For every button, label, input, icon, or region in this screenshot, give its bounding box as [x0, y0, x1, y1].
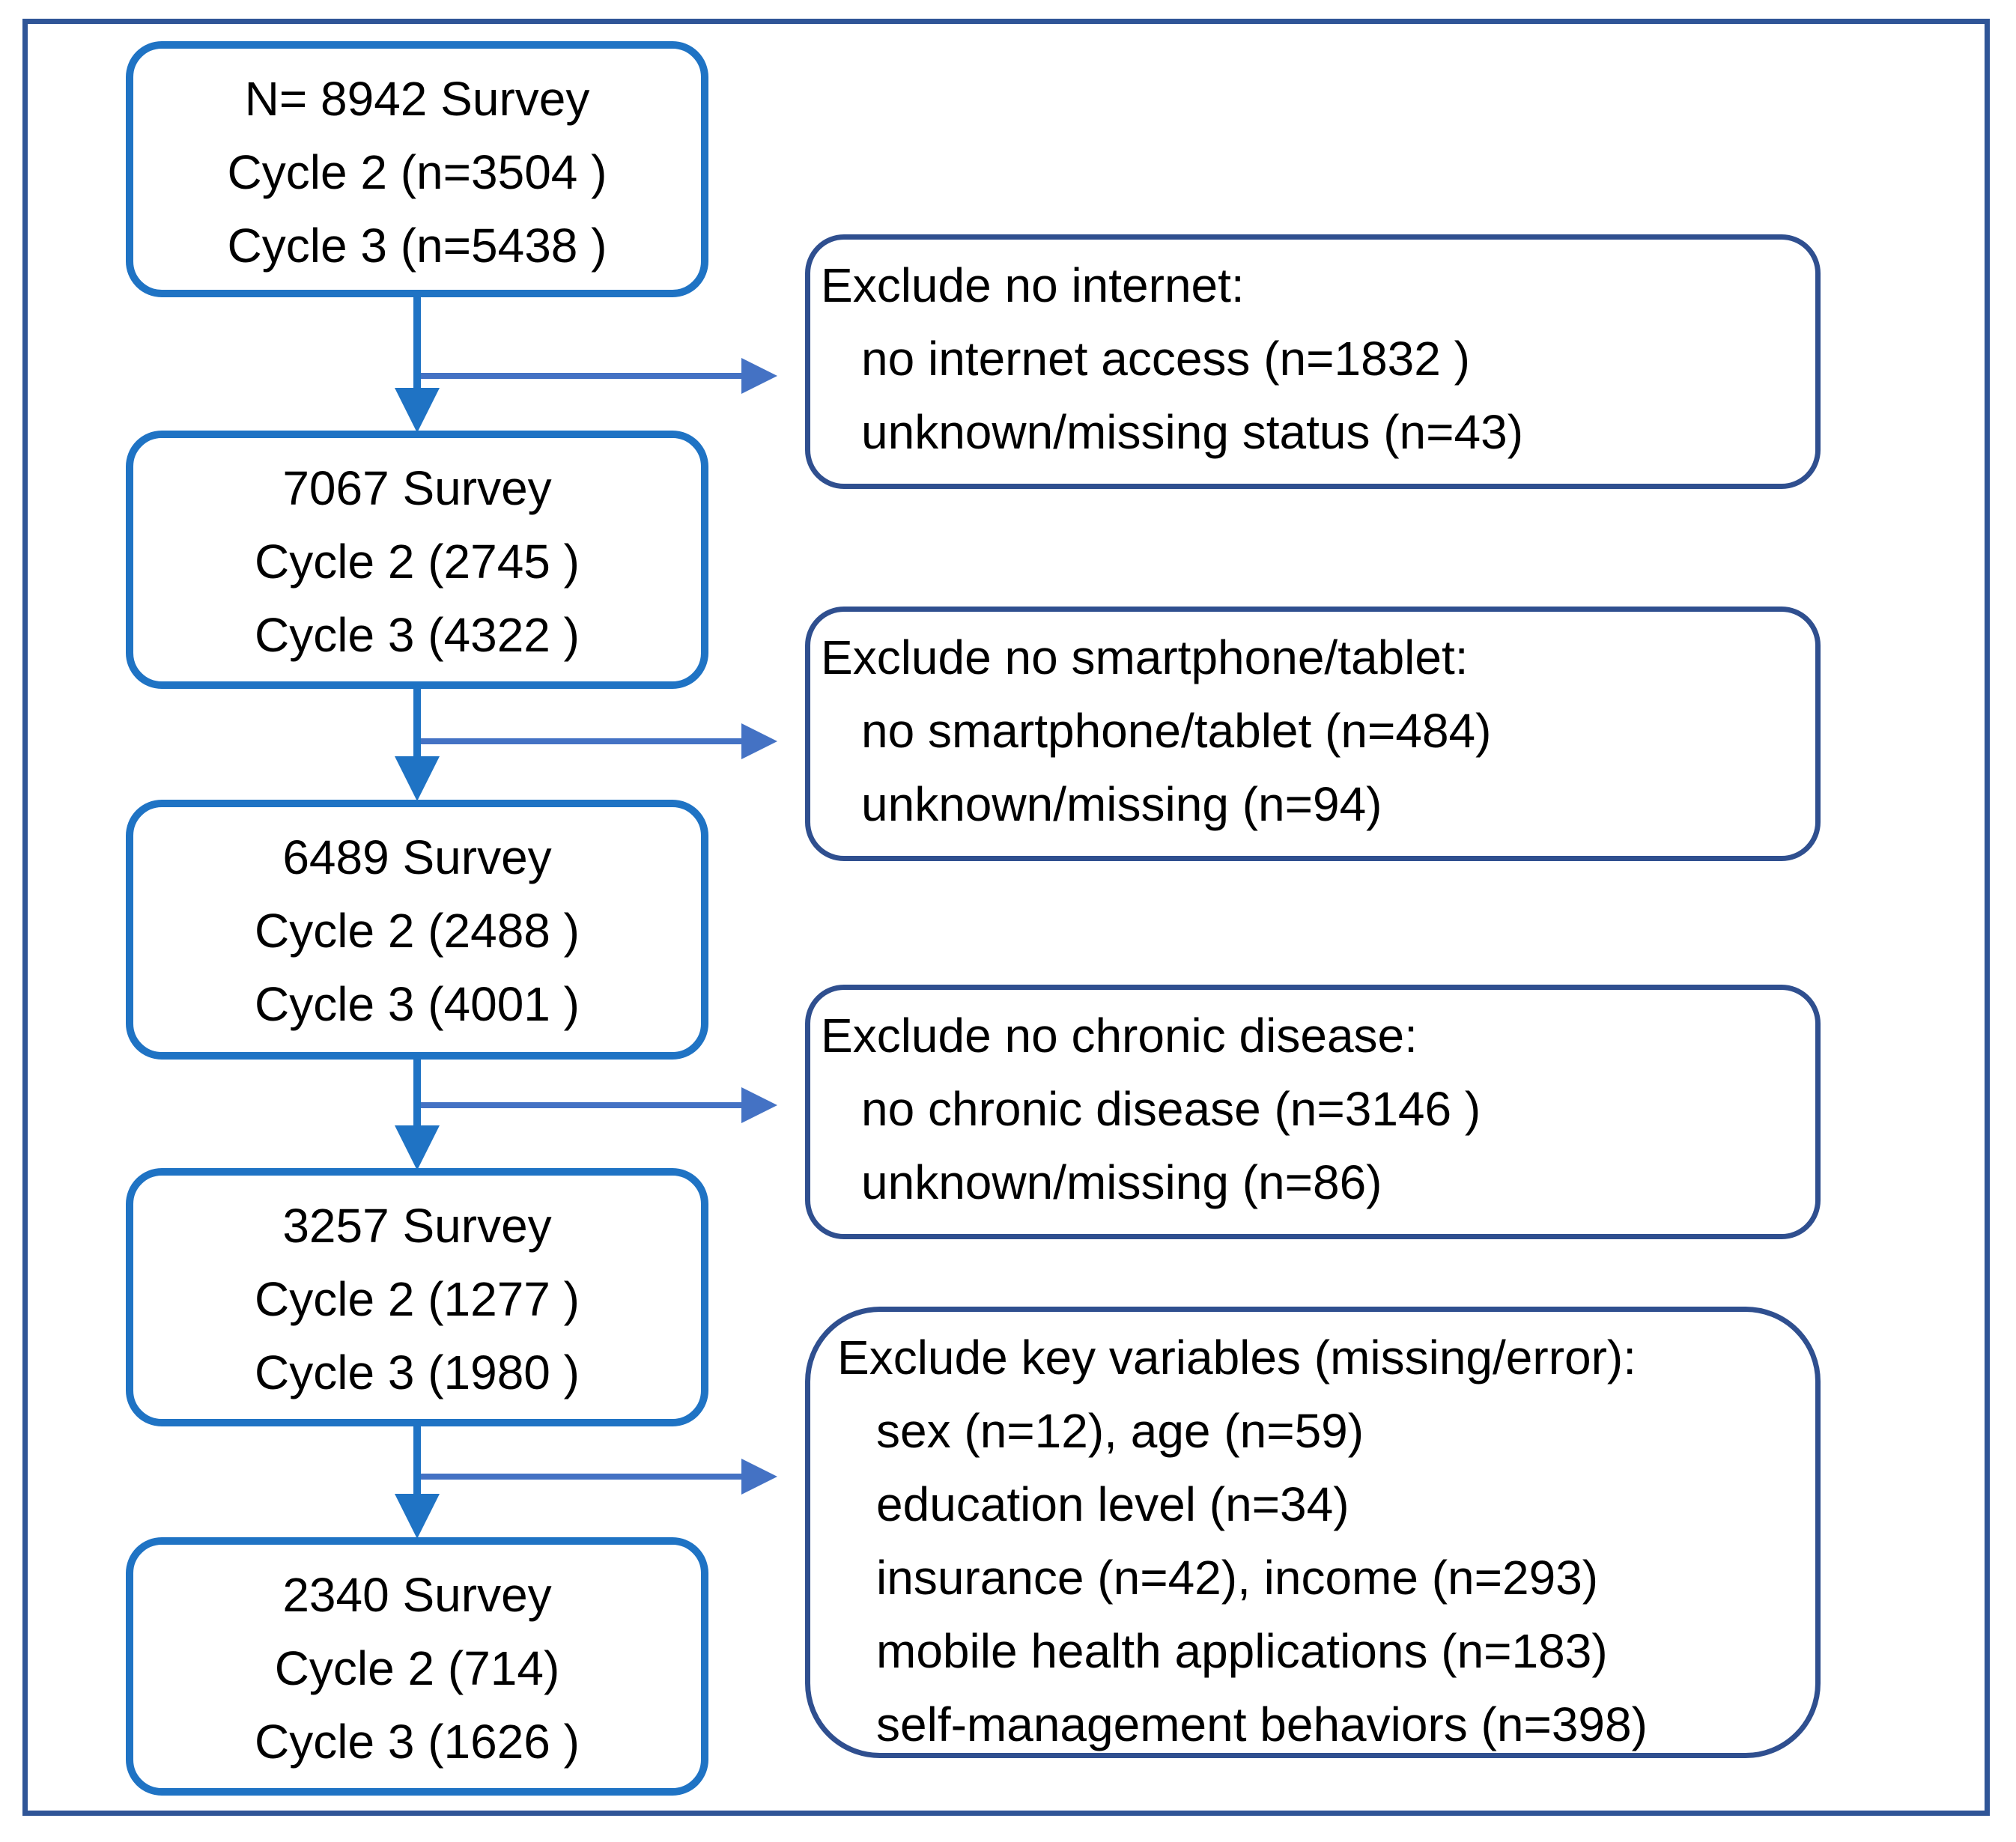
stage-3-total: 6489 Survey [282, 830, 552, 884]
exclusion-4-item-5: self-management behaviors (n=398) [876, 1697, 1648, 1751]
figure-frame [22, 19, 1990, 1816]
stage-2-cycle-2: Cycle 2 (2745 ) [255, 535, 580, 589]
stage-3-cycle-3: Cycle 3 (4001 ) [255, 977, 580, 1031]
exclusion-box-internet: Exclude no internet: no internet access … [805, 234, 1821, 489]
stage-5-total: 2340 Survey [282, 1568, 552, 1622]
stage-4-total: 3257 Survey [282, 1199, 552, 1253]
stage-5-cycle-2: Cycle 2 (714) [274, 1641, 560, 1695]
exclusion-1-item-2: unknown/missing status (n=43) [861, 405, 1523, 459]
stage-box-3: 6489 Survey Cycle 2 (2488 ) Cycle 3 (400… [126, 800, 708, 1060]
stage-4-cycle-2: Cycle 2 (1277 ) [255, 1272, 580, 1326]
exclusion-3-title: Exclude no chronic disease: [821, 1009, 1418, 1063]
exclusion-3-item-2: unknown/missing (n=86) [861, 1155, 1382, 1209]
stage-1-total: N= 8942 Survey [244, 72, 590, 126]
exclusion-2-item-2: unknown/missing (n=94) [861, 777, 1382, 831]
stage-3-cycle-2: Cycle 2 (2488 ) [255, 904, 580, 958]
exclusion-box-key-variables: Exclude key variables (missing/error): s… [805, 1307, 1821, 1758]
exclusion-box-chronic-disease: Exclude no chronic disease: no chronic d… [805, 985, 1821, 1239]
stage-1-cycle-2: Cycle 2 (n=3504 ) [227, 145, 607, 199]
exclusion-1-item-1: no internet access (n=1832 ) [861, 332, 1470, 386]
exclusion-4-item-2: education level (n=34) [876, 1477, 1349, 1531]
exclusion-4-item-3: insurance (n=42), income (n=293) [876, 1551, 1599, 1605]
stage-box-5: 2340 Survey Cycle 2 (714) Cycle 3 (1626 … [126, 1537, 708, 1796]
stage-box-2: 7067 Survey Cycle 2 (2745 ) Cycle 3 (432… [126, 431, 708, 689]
stage-2-cycle-3: Cycle 3 (4322 ) [255, 608, 580, 662]
stage-2-total: 7067 Survey [282, 461, 552, 515]
stage-box-4: 3257 Survey Cycle 2 (1277 ) Cycle 3 (198… [126, 1168, 708, 1426]
exclusion-1-title: Exclude no internet: [821, 258, 1245, 312]
exclusion-box-smartphone: Exclude no smartphone/tablet: no smartph… [805, 607, 1821, 861]
stage-5-cycle-3: Cycle 3 (1626 ) [255, 1715, 580, 1769]
exclusion-4-title: Exclude key variables (missing/error): [837, 1331, 1636, 1384]
stage-box-1: N= 8942 Survey Cycle 2 (n=3504 ) Cycle 3… [126, 41, 708, 297]
exclusion-4-item-4: mobile health applications (n=183) [876, 1624, 1608, 1678]
exclusion-3-item-1: no chronic disease (n=3146 ) [861, 1082, 1481, 1136]
stage-1-cycle-3: Cycle 3 (n=5438 ) [227, 219, 607, 273]
exclusion-2-title: Exclude no smartphone/tablet: [821, 630, 1469, 684]
exclusion-2-item-1: no smartphone/tablet (n=484) [861, 704, 1492, 758]
stage-4-cycle-3: Cycle 3 (1980 ) [255, 1346, 580, 1399]
exclusion-4-item-1: sex (n=12), age (n=59) [876, 1404, 1364, 1458]
